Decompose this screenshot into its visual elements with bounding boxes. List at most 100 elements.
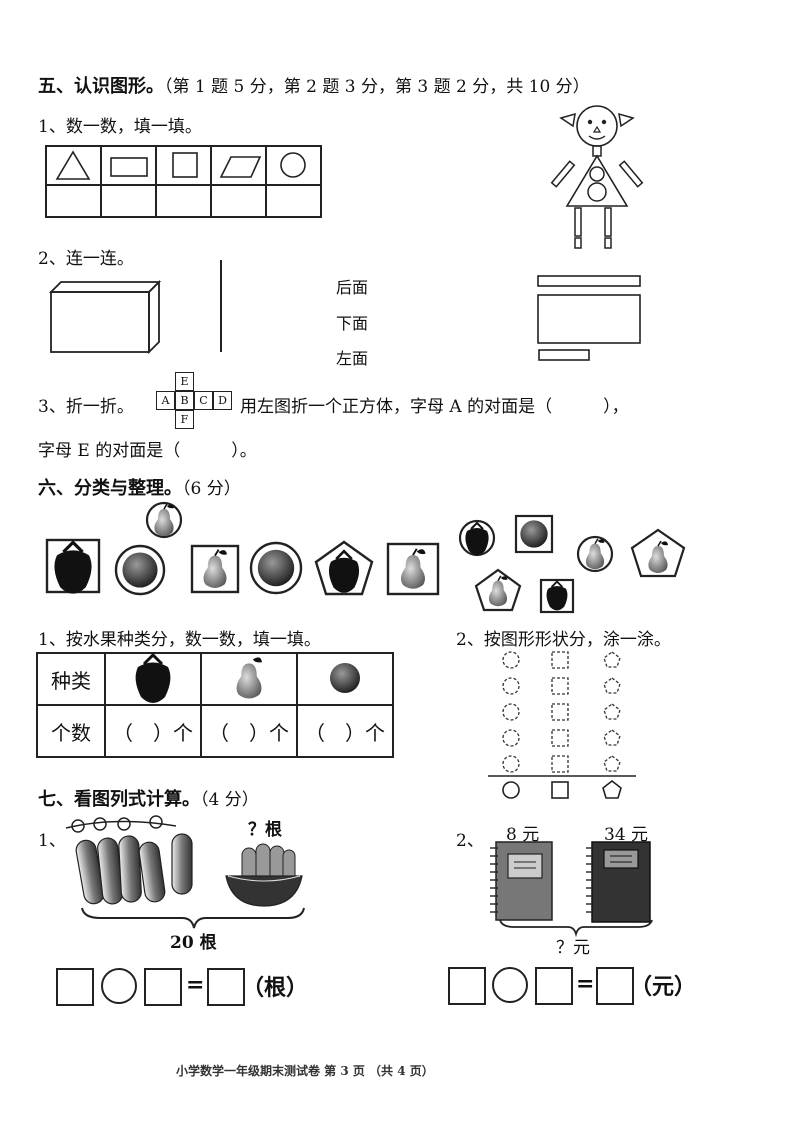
net-cell-d: D [213, 391, 232, 410]
fruit-count-table: 种类 个数 （ ）个 （ ）个 （ ）个 [36, 652, 394, 758]
section7-q1: 1、 [38, 831, 66, 851]
view-label-bottom: 下面 [336, 314, 369, 333]
vertical-line [220, 260, 222, 352]
q2-price1-label: 8 元 [506, 825, 540, 845]
circle-icon [502, 781, 520, 799]
net-cell-c: C [194, 391, 213, 410]
q1-brace [81, 907, 305, 929]
table-header: 种类 [36, 652, 106, 706]
shape-count-table [45, 145, 322, 218]
pentagon-pear-2 [474, 568, 522, 612]
net-cell-a: A [156, 391, 175, 410]
cucumbers-picture [65, 815, 303, 907]
section6-title: 六、分类与整理。（6 分） [38, 478, 241, 499]
q2-operator-circle[interactable] [492, 967, 528, 1003]
section5-score: （第 1 题 5 分，第 2 题 3 分，第 3 题 2 分，共 10 分） [164, 77, 590, 97]
section5-q3-text: 用左图折一个正方体，字母 A 的对面是（ ）， [240, 397, 629, 417]
pear-count-input[interactable]: （ ）个 [200, 704, 298, 758]
q2-number-box-2[interactable] [535, 967, 573, 1005]
apple-icon [296, 652, 394, 706]
pentagon-icon [602, 779, 622, 799]
circle-apple [114, 544, 166, 596]
q1-question-label: ？根 [248, 820, 282, 840]
q1-unit-label: （根） [242, 975, 309, 1001]
pentagon-pear [630, 528, 686, 578]
q2-equals-sign: = [576, 971, 595, 997]
triangle-icon [55, 150, 91, 180]
coloring-pentagon-cell[interactable] [603, 755, 621, 772]
circle-icon [280, 152, 306, 178]
section5-title: 五、认识图形。（第 1 题 5 分，第 2 题 3 分，第 3 题 2 分，共 … [38, 76, 590, 97]
page-footer: 小学数学一年级期末测试卷 第 3 页 （共 4 页） [176, 1064, 434, 1078]
view-shapes [537, 275, 641, 361]
section6-q2: 2、按图形形状分，涂一涂。 [456, 630, 671, 650]
fruit-shapes-picture [45, 501, 686, 614]
coloring-square-cell[interactable] [551, 755, 569, 773]
square-strawberry [45, 538, 101, 596]
section5-q3-prefix: 3、折一折。 [38, 397, 134, 417]
shape-coloring-chart [488, 651, 636, 799]
coloring-circle-cell[interactable] [502, 651, 520, 669]
q1-equals-sign: = [186, 972, 205, 998]
section5-q2: 2、连一连。 [38, 249, 134, 269]
section5-q1: 1、数一数，填一填。 [38, 117, 202, 137]
parallelogram-icon [219, 156, 262, 178]
square-pear [190, 544, 240, 594]
section7-score: （4 分） [200, 790, 259, 810]
coloring-pentagon-cell[interactable] [603, 703, 621, 720]
circle-pear [145, 501, 183, 539]
q1-operator-circle[interactable] [101, 968, 137, 1004]
square-pear-2 [386, 542, 440, 596]
coloring-pentagon-cell[interactable] [603, 677, 621, 694]
coloring-square-cell[interactable] [551, 651, 569, 669]
coloring-circle-cell[interactable] [502, 677, 520, 695]
net-cell-e: E [175, 372, 194, 391]
q1-total-label: 20 根 [170, 933, 217, 953]
section6-score: （6 分） [182, 479, 241, 499]
square-icon [551, 781, 569, 799]
cube-net: E A B C D F [153, 372, 243, 430]
strawberry-icon [104, 652, 202, 706]
shape-figure [550, 105, 644, 249]
q1-number-box-2[interactable] [144, 968, 182, 1006]
coloring-pentagon-cell[interactable] [603, 729, 621, 746]
table-row-label: 个数 [36, 704, 106, 758]
net-cell-b: B [175, 391, 194, 410]
net-cell-f: F [175, 410, 194, 429]
q2-number-box-1[interactable] [448, 967, 486, 1005]
coloring-circle-cell[interactable] [502, 703, 520, 721]
notebooks-picture [490, 841, 651, 923]
pear-icon [200, 652, 298, 706]
square-apple [514, 514, 554, 554]
rectangle-icon [110, 157, 148, 177]
section5-q3-text2: 字母 E 的对面是（ ）。 [38, 441, 257, 461]
view-label-left: 左面 [336, 349, 369, 368]
coloring-pentagon-cell[interactable] [603, 651, 621, 668]
section7-title: 七、看图列式计算。（4 分） [38, 789, 259, 810]
pentagon-strawberry [314, 540, 374, 596]
circle-pear-2 [576, 535, 614, 573]
q2-question-label: ？元 [556, 938, 590, 958]
coloring-square-cell[interactable] [551, 703, 569, 721]
notebook-icon [490, 841, 553, 921]
circle-apple-2 [249, 541, 303, 595]
coloring-circle-cell[interactable] [502, 755, 520, 773]
view-label-back: 后面 [336, 278, 369, 297]
q1-result-box[interactable] [207, 968, 245, 1006]
square-icon [172, 152, 198, 178]
coloring-square-cell[interactable] [551, 677, 569, 695]
coloring-circle-cell[interactable] [502, 729, 520, 747]
q2-brace [499, 919, 653, 938]
q2-price2-label: 34 元 [604, 825, 649, 845]
q1-number-box-1[interactable] [56, 968, 94, 1006]
apple-count-input[interactable]: （ ）个 [296, 704, 394, 758]
notebook-icon [586, 841, 651, 923]
coloring-square-cell[interactable] [551, 729, 569, 747]
circle-strawberry [458, 519, 496, 557]
q2-result-box[interactable] [596, 967, 634, 1005]
cuboid-figure [48, 279, 162, 355]
section7-q2: 2、 [456, 831, 484, 851]
section6-q1: 1、按水果种类分，数一数，填一填。 [38, 630, 321, 650]
strawberry-count-input[interactable]: （ ）个 [104, 704, 202, 758]
q2-unit-label: （元） [630, 974, 697, 1000]
